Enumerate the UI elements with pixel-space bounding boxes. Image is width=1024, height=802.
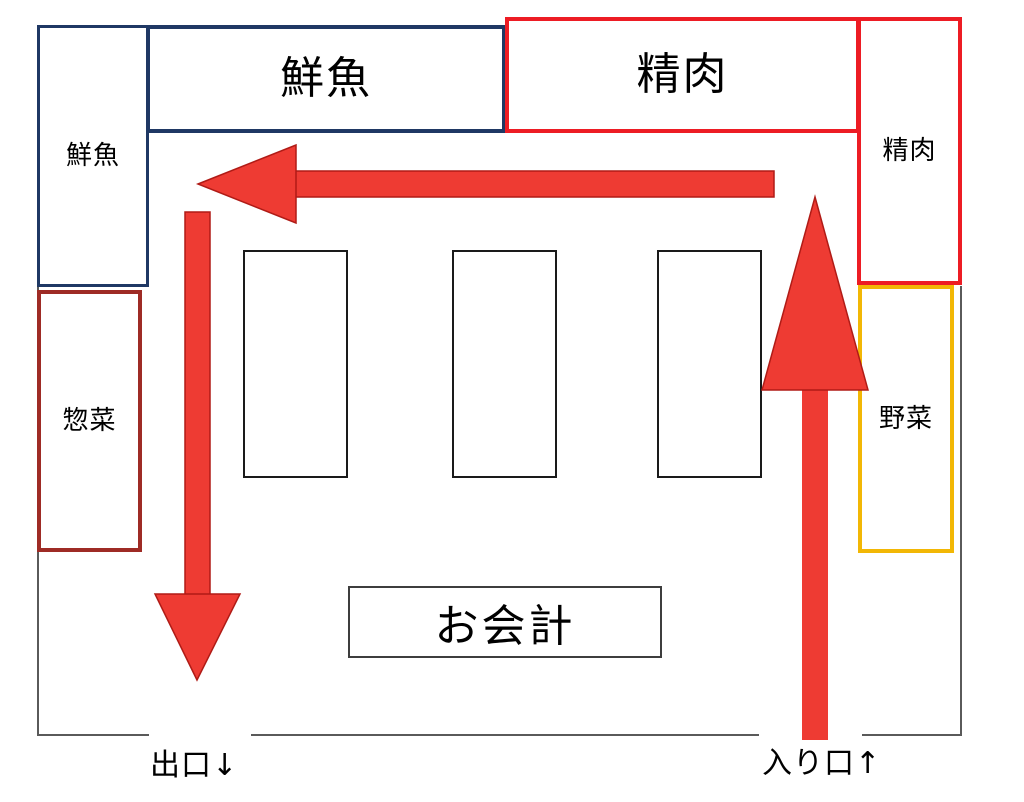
- aisle-flow-arrow-left: [195, 143, 775, 225]
- store-wall-bottom-left: [37, 734, 149, 736]
- shelf-1[interactable]: [243, 250, 348, 478]
- exit-flow-arrow-down: [153, 211, 242, 682]
- department-vegetable-label: 野菜: [878, 404, 933, 434]
- checkout-label: お会計: [434, 601, 576, 652]
- exit-door-label: 出口↓: [150, 740, 238, 784]
- department-meat-top[interactable]: 精肉: [505, 17, 860, 133]
- entrance-door-label: 入り口↑: [762, 738, 881, 782]
- checkout-counter[interactable]: お会計: [348, 586, 662, 658]
- shelf-3[interactable]: [657, 250, 762, 478]
- entrance-door-text: 入り口↑: [762, 746, 882, 781]
- department-fish-top[interactable]: 鮮魚: [146, 25, 506, 133]
- department-deli-label: 惣菜: [62, 406, 117, 436]
- department-vegetable[interactable]: 野菜: [858, 285, 954, 553]
- department-meat-top-label: 精肉: [636, 49, 729, 100]
- store-wall-right: [960, 286, 962, 736]
- entrance-flow-arrow-up: [761, 194, 869, 740]
- department-meat-right-label: 精肉: [882, 136, 937, 166]
- store-wall-bottom-mid: [251, 734, 759, 736]
- department-meat-right[interactable]: 精肉: [857, 17, 962, 285]
- department-deli[interactable]: 惣菜: [37, 290, 142, 552]
- shelf-2[interactable]: [452, 250, 557, 478]
- exit-door-text: 出口↓: [150, 748, 239, 783]
- store-wall-bottom-right: [862, 734, 962, 736]
- department-fish-left-label: 鮮魚: [65, 141, 120, 171]
- department-fish-left[interactable]: 鮮魚: [37, 25, 149, 287]
- department-fish-top-label: 鮮魚: [280, 53, 372, 104]
